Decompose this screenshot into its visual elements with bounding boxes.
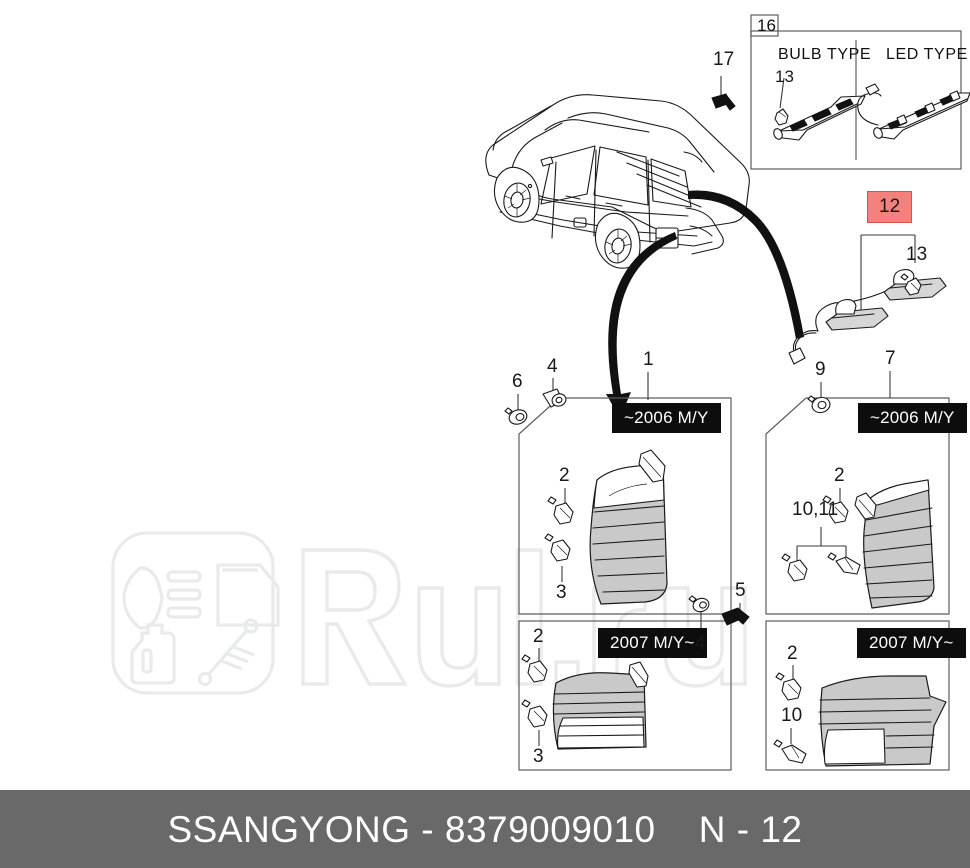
callout-1: 1 (643, 349, 654, 370)
tail-lamp-2007-left (552, 661, 649, 750)
right-parts-group-panel (765, 371, 950, 771)
bulb-item-2-right-lower (775, 665, 802, 701)
bulb-item-2-right (822, 488, 849, 524)
bulb-item-3-left-lower (521, 699, 548, 746)
callout-5: 5 (735, 580, 746, 601)
bulb-item-10-lower (773, 728, 807, 764)
callout-2-right-lower: 2 (787, 643, 798, 664)
fastener-item-4-top (542, 378, 567, 408)
callout-7: 7 (885, 348, 896, 369)
inset-led-type-title: LED TYPE (886, 46, 968, 63)
callout-2-left-lower: 2 (533, 626, 544, 647)
callout-3-left-lower: 3 (533, 746, 544, 767)
callout-10-11: 10,11 (792, 499, 839, 520)
callout-4-top: 4 (547, 356, 558, 377)
bulb-item-2-left-lower (521, 648, 548, 683)
callout-2-left-upper: 2 (559, 465, 570, 486)
inset-box-number: 16 (757, 16, 776, 35)
callout-12-highlighted[interactable]: 12 (867, 191, 913, 223)
bulbs-items-10-11 (781, 527, 861, 582)
footer-part-number-text: SSANGYONG - 8379009010 N - 12 (167, 808, 803, 850)
fastener-item-6 (504, 394, 528, 425)
callout-9: 9 (815, 359, 826, 380)
vehicle-illustration (485, 94, 750, 269)
bulb-type-lamp-illustration (773, 77, 866, 141)
model-year-tag-left-upper: ~2006 M/Y (612, 403, 721, 433)
bulb-item-13-middle (900, 273, 922, 296)
bulb-item-3-left (544, 533, 571, 582)
callout-4-middle: 4 (695, 633, 706, 654)
footer-banner: SSANGYONG - 8379009010 N - 12 (0, 790, 970, 868)
technical-illustration: .ln { fill:none; stroke:#1a1a1a; stroke-… (485, 14, 970, 771)
bulb-item-2-left (547, 488, 574, 525)
callout-13-harness: 13 (906, 244, 928, 265)
callout-2-right-upper: 2 (834, 465, 845, 486)
screw-item-5 (721, 603, 750, 626)
inset-bulb-type-title: BULB TYPE (778, 46, 872, 63)
model-year-tag-right-upper: ~2006 M/Y (858, 403, 967, 433)
leader-arrow-to-left-group (606, 232, 677, 418)
model-year-tag-left-lower: 2007 M/Y~ (598, 628, 707, 658)
inset-box-16 (750, 14, 970, 170)
left-parts-group-panel (504, 372, 732, 771)
tail-lamp-2006-right (854, 479, 935, 609)
led-type-lamp-illustration (857, 83, 970, 140)
leader-arrow-to-right-group (688, 190, 804, 339)
item-17-screw (711, 76, 736, 111)
callout-13-inset: 13 (775, 67, 794, 86)
fastener-item-9 (807, 382, 831, 414)
callout-10-lower: 10 (781, 705, 803, 726)
callout-6: 6 (512, 371, 523, 392)
callout-3-left-upper: 3 (556, 582, 567, 603)
model-year-tag-right-lower: 2007 M/Y~ (857, 628, 966, 658)
callout-17: 17 (713, 49, 735, 70)
tail-lamp-2006-left (589, 449, 668, 605)
item-12-license-lamp-harness (788, 234, 947, 365)
tail-lamp-2007-right (818, 675, 947, 767)
